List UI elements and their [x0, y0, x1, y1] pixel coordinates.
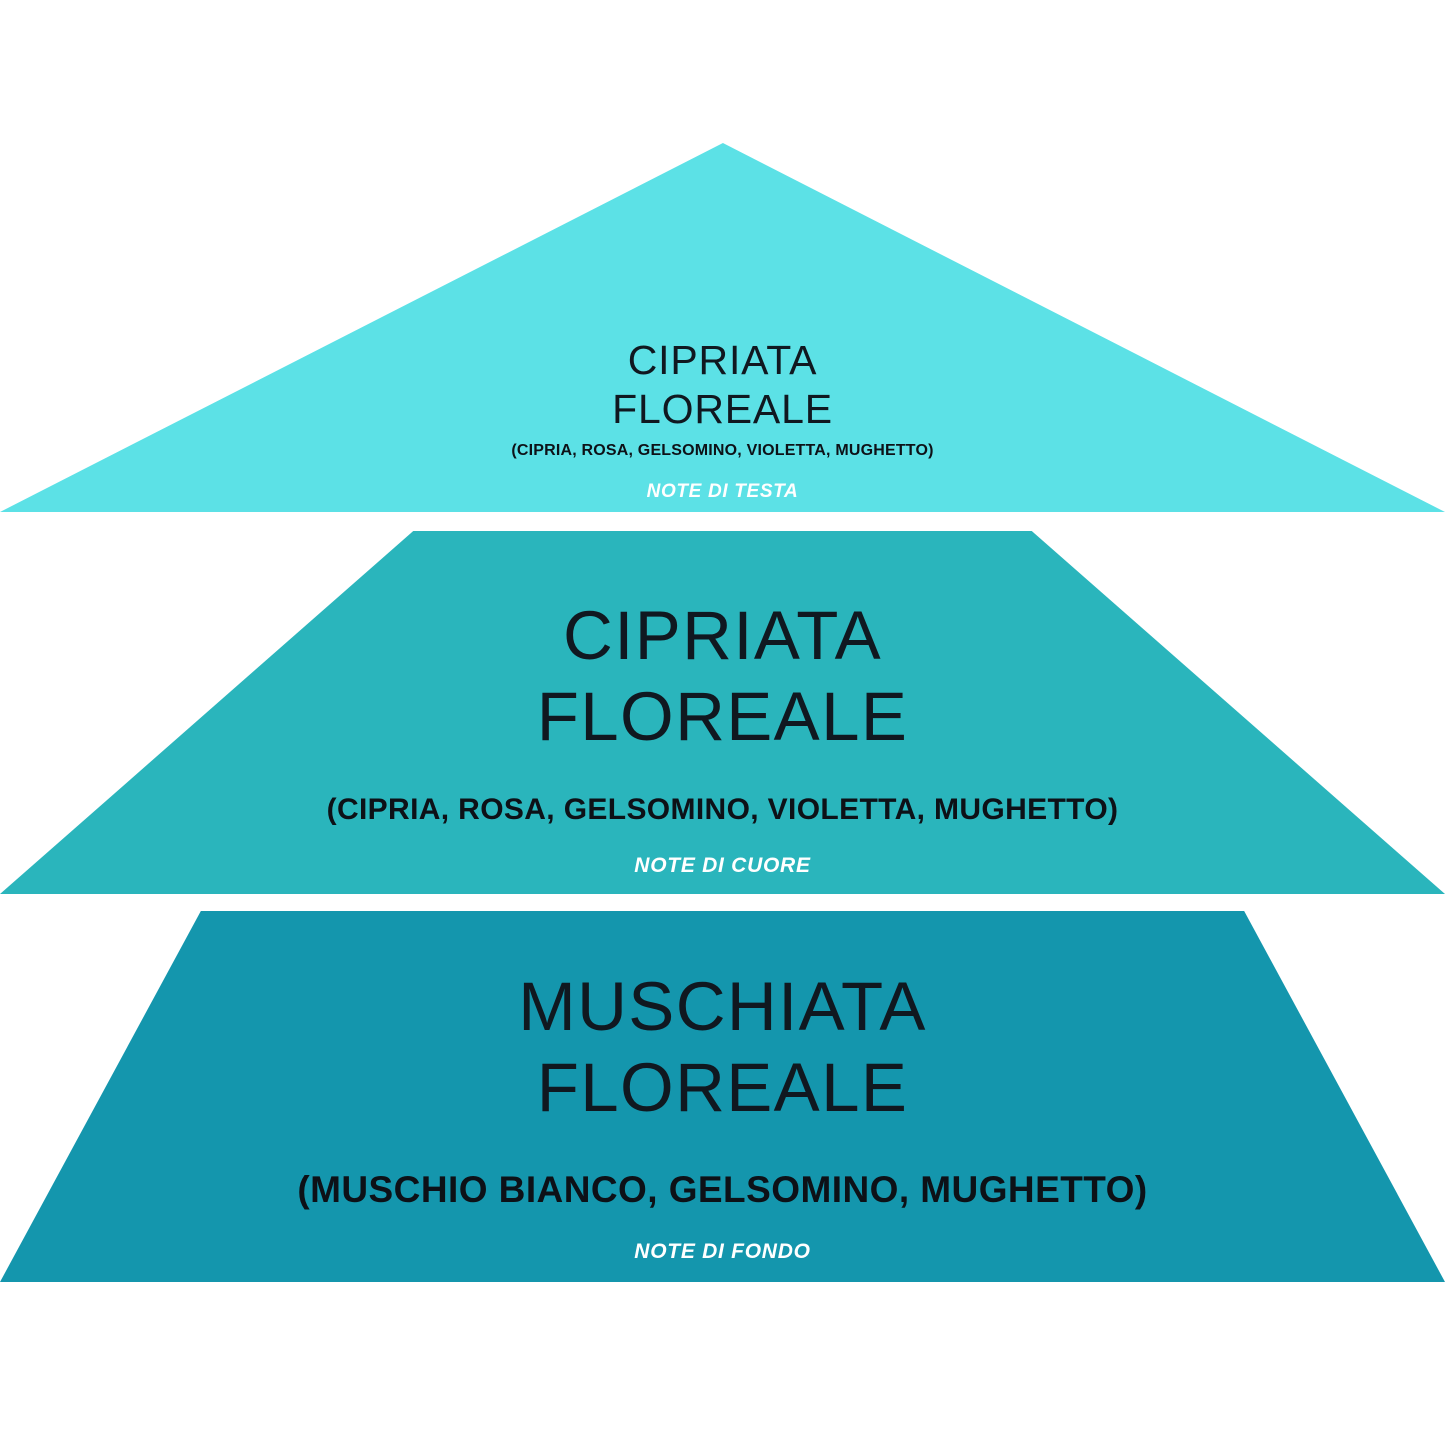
level-note-label-bottom: NOTE DI FONDO — [634, 1239, 811, 1263]
level-title-bottom: MUSCHIATA FLOREALE — [518, 967, 927, 1127]
level-title-top: CIPRIATA FLOREALE — [612, 337, 833, 432]
level-note-label-top: NOTE DI TESTA — [646, 481, 799, 503]
level-note-label-middle: NOTE DI CUORE — [634, 853, 811, 877]
pyramid-level-note-di-testa[interactable]: CIPRIATA FLOREALE (CIPRIA, ROSA, GELSOMI… — [0, 143, 1445, 512]
level-ingredients-middle: (CIPRIA, ROSA, GELSOMINO, VIOLETTA, MUGH… — [326, 792, 1119, 826]
pyramid-level-note-di-cuore[interactable]: CIPRIATA FLOREALE (CIPRIA, ROSA, GELSOMI… — [0, 531, 1445, 894]
level-ingredients-bottom: (MUSCHIO BIANCO, GELSOMINO, MUGHETTO) — [297, 1169, 1148, 1211]
level-ingredients-top: (CIPRIA, ROSA, GELSOMINO, VIOLETTA, MUGH… — [511, 442, 934, 460]
pyramid-level-note-di-fondo[interactable]: MUSCHIATA FLOREALE (MUSCHIO BIANCO, GELS… — [0, 911, 1445, 1282]
level-title-middle: CIPRIATA FLOREALE — [536, 597, 909, 756]
